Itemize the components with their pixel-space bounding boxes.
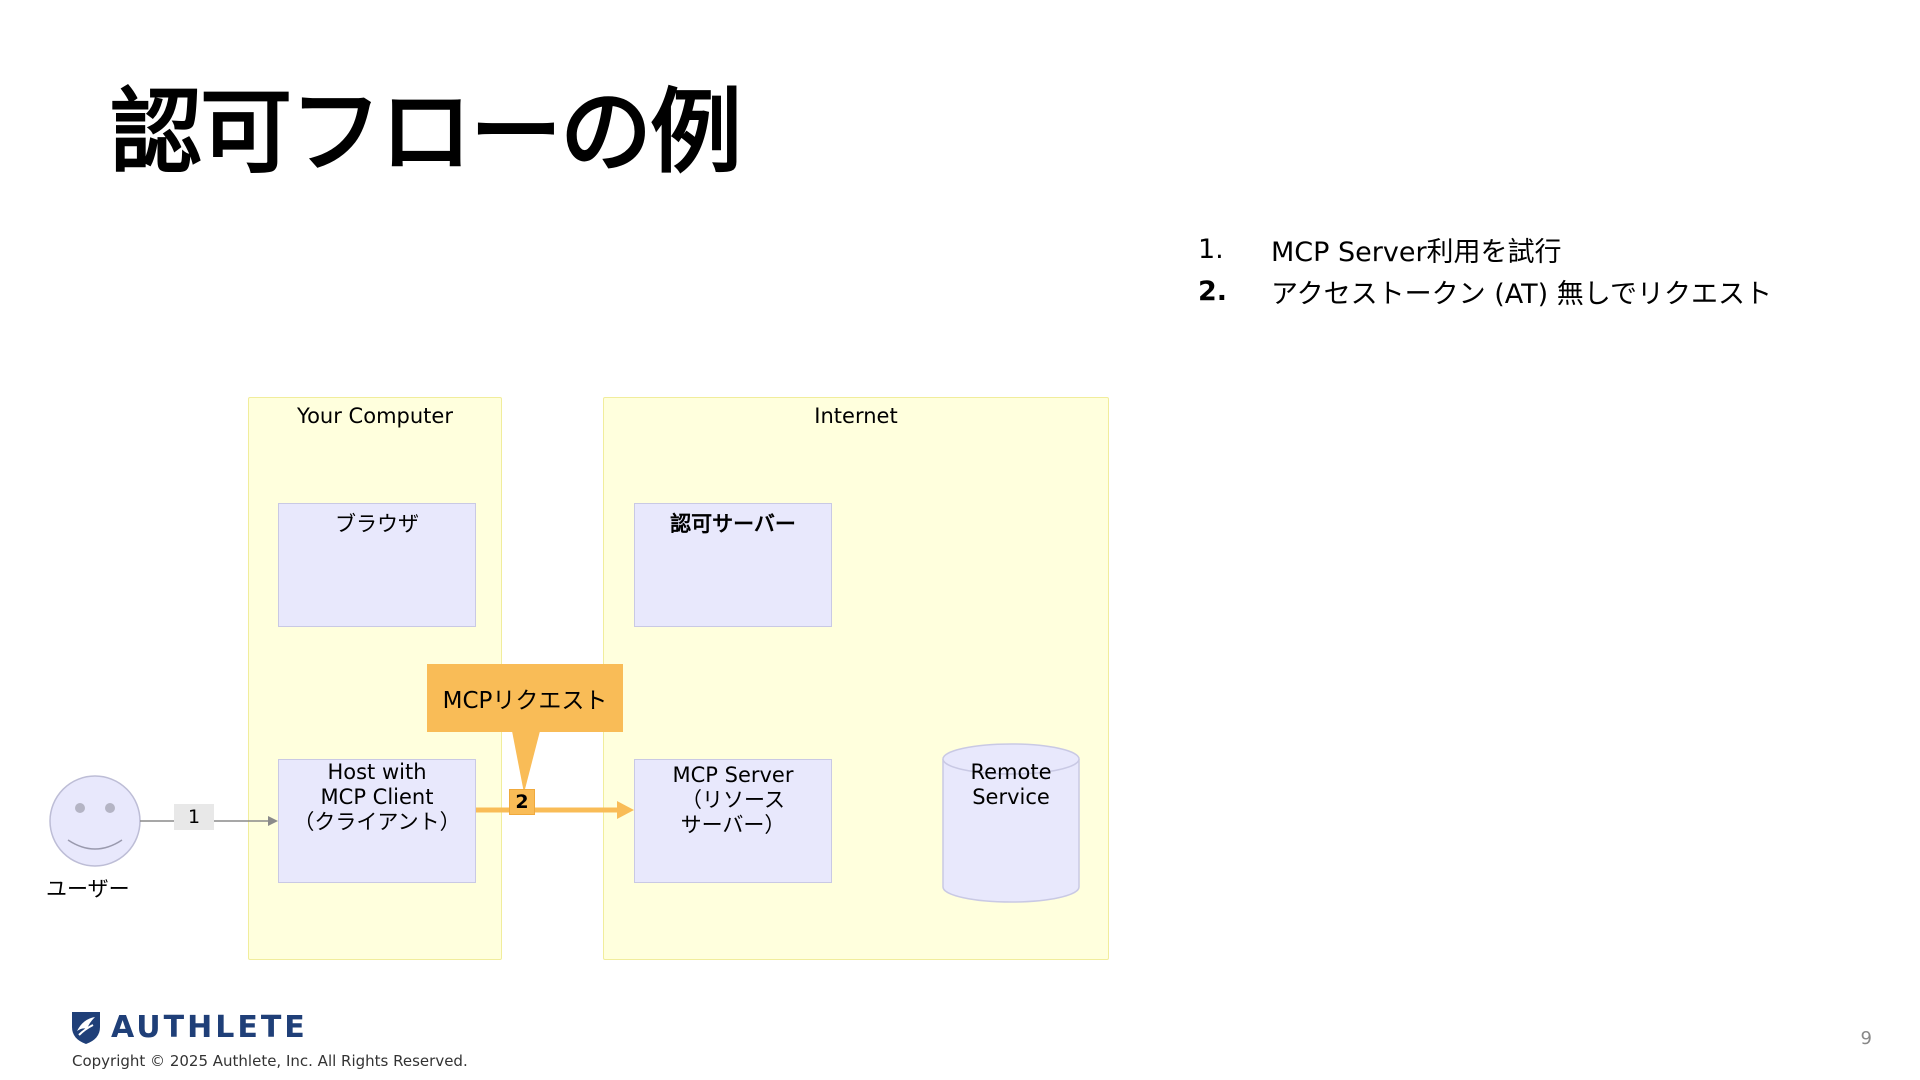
step-number: 2. (1198, 275, 1228, 307)
step-badge-2: 2 (509, 789, 535, 815)
step-text: MCP Server利用を試行 (1271, 236, 1562, 268)
auth-server-node: 認可サーバー (634, 503, 832, 627)
step-text: アクセストークン (AT) 無しでリクエスト (1271, 278, 1772, 310)
mcp-request-callout: MCPリクエスト (427, 664, 623, 732)
authlete-logo-icon (72, 1012, 100, 1044)
copyright-text: Copyright © 2025 Authlete, Inc. All Righ… (72, 1052, 468, 1070)
region-label: Your Computer (297, 404, 453, 428)
region-label: Internet (814, 404, 898, 428)
logo-wordmark: AUTHLETE (111, 1009, 308, 1045)
node-label: 認可サーバー (670, 512, 796, 536)
node-label: ブラウザ (335, 512, 419, 536)
step-item-1: 1. MCP Server利用を試行 (1198, 228, 1772, 270)
step-list: 1. MCP Server利用を試行 2. アクセストークン (AT) 無しでリ… (1198, 228, 1772, 312)
step-item-2: 2. アクセストークン (AT) 無しでリクエスト (1198, 270, 1772, 312)
step-number: 1. (1198, 233, 1224, 265)
host-client-node: Host with MCP Client （クライアント） (278, 759, 476, 883)
user-face-icon (49, 775, 141, 867)
mcp-server-node: MCP Server （リソース サーバー） (634, 759, 832, 883)
remote-service-cylinder (942, 743, 1080, 903)
step-badge-1: 1 (174, 804, 214, 830)
authlete-logo: AUTHLETE (69, 1009, 308, 1045)
arrow-host-to-mcp-server (476, 801, 634, 819)
node-label: MCP Server （リソース サーバー） (672, 763, 794, 838)
node-label: Host with MCP Client （クライアント） (293, 760, 461, 835)
slide-title: 認可フローの例 (110, 79, 742, 186)
callout-pointer (512, 731, 540, 793)
node-label: Remote Service (970, 760, 1052, 810)
browser-node: ブラウザ (278, 503, 476, 627)
page-number: 9 (1860, 1028, 1872, 1049)
remote-service-label-area: Remote Service (943, 757, 1079, 827)
user-label: ユーザー (46, 877, 130, 901)
